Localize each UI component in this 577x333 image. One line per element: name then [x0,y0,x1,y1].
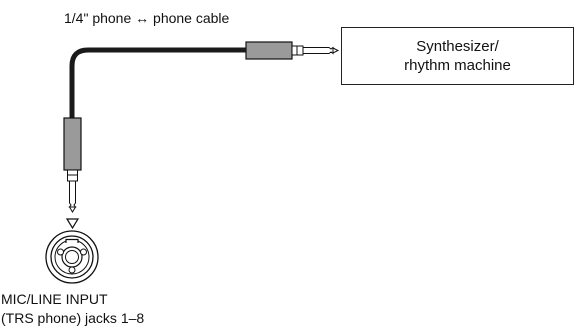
device-label-line2: rhythm machine [404,57,511,74]
device-label-line1: Synthesizer/ [416,38,499,55]
cable-caption: 1/4" phone ↔ phone cable [64,10,230,26]
input-caption-line1: MIC/LINE INPUT [1,291,108,307]
mic-line-input-jack [45,230,99,284]
input-jack-caption: MIC/LINE INPUT (TRS phone) jacks 1–8 [1,290,144,328]
phone-plug-vertical [63,117,82,213]
phone-plug-horizontal [245,41,340,60]
synthesizer-box: Synthesizer/ rhythm machine [341,27,574,85]
arrow-to-jack [65,218,80,230]
input-caption-line2: (TRS phone) jacks 1–8 [1,310,145,326]
phone-cable [69,47,247,118]
